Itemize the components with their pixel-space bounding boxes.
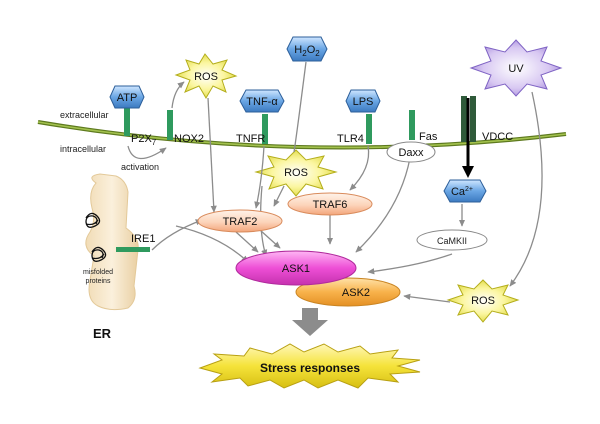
tlr4-receptor	[366, 114, 372, 144]
ros-burst-top: ROS	[174, 53, 238, 99]
calcium-ion: Ca2+	[443, 179, 487, 203]
tlr4-label: TLR4	[337, 133, 364, 145]
intracellular-label: intracellular	[60, 144, 106, 154]
svg-text:CaMKII: CaMKII	[437, 236, 467, 246]
vdcc-label: VDCC	[482, 131, 513, 143]
stress-responses-burst: Stress responses	[198, 343, 421, 389]
vdcc-channel	[461, 96, 476, 142]
tnf-alpha-ligand: TNF-α	[239, 89, 285, 113]
proteins-label: proteins	[86, 278, 111, 285]
svg-text:UV: UV	[508, 63, 524, 75]
svg-text:LPS: LPS	[353, 96, 374, 108]
er-label: ER	[93, 326, 112, 341]
atp-ligand: ATP	[109, 85, 145, 109]
svg-text:Ca2+: Ca2+	[451, 186, 473, 198]
daxx-node: Daxx	[386, 141, 436, 163]
ros-burst-middle: ROS	[254, 149, 338, 197]
svg-text:ROS: ROS	[471, 295, 495, 307]
svg-text:ASK2: ASK2	[342, 287, 370, 299]
ire1-label: IRE1	[131, 233, 155, 245]
traf6-node: TRAF6	[287, 192, 373, 216]
misfolded-label: misfolded	[83, 269, 113, 276]
svg-text:TRAF2: TRAF2	[223, 216, 258, 228]
nox2-receptor	[167, 110, 173, 140]
tnfr-label: TNFR	[236, 133, 265, 145]
activation-arrow	[127, 145, 167, 160]
traf2-node: TRAF2	[197, 209, 283, 233]
activation-label: activation	[121, 162, 159, 172]
nox2-label: NOX2	[174, 133, 204, 145]
svg-text:TNF-α: TNF-α	[246, 96, 278, 108]
svg-text:TRAF6: TRAF6	[313, 199, 348, 211]
ire1-receptor	[116, 247, 150, 252]
tnfr-receptor	[262, 114, 268, 144]
fas-label: Fas	[419, 131, 438, 143]
camkii-node: CaMKII	[416, 229, 488, 251]
signal-arrows	[151, 61, 543, 303]
fas-receptor	[409, 110, 415, 140]
p2x7-label: P2X7	[131, 133, 157, 147]
endoplasmic-reticulum	[85, 173, 139, 311]
h2o2-ligand: H2O2	[286, 36, 328, 62]
downstream-arrow	[292, 308, 328, 336]
svg-text:ROS: ROS	[284, 167, 308, 179]
misfolded-protein-icon	[85, 212, 101, 228]
calcium-influx-arrow	[462, 98, 474, 178]
svg-text:ASK1: ASK1	[282, 263, 310, 275]
svg-text:Daxx: Daxx	[398, 147, 424, 159]
ros-burst-right: ROS	[446, 279, 520, 323]
stress-responses-label: Stress responses	[260, 361, 360, 375]
lps-ligand: LPS	[345, 89, 381, 113]
extracellular-label: extracellular	[60, 110, 109, 120]
ask2-node: ASK2	[295, 277, 401, 307]
svg-text:ROS: ROS	[194, 71, 218, 83]
ask1-node: ASK1	[235, 250, 357, 286]
uv-burst: UV	[469, 39, 563, 97]
misfolded-protein-icon	[91, 246, 107, 262]
cell-membrane	[37, 120, 567, 150]
svg-text:H2O2: H2O2	[294, 44, 320, 58]
svg-text:ATP: ATP	[117, 92, 138, 104]
p2x7-receptor	[124, 106, 130, 136]
